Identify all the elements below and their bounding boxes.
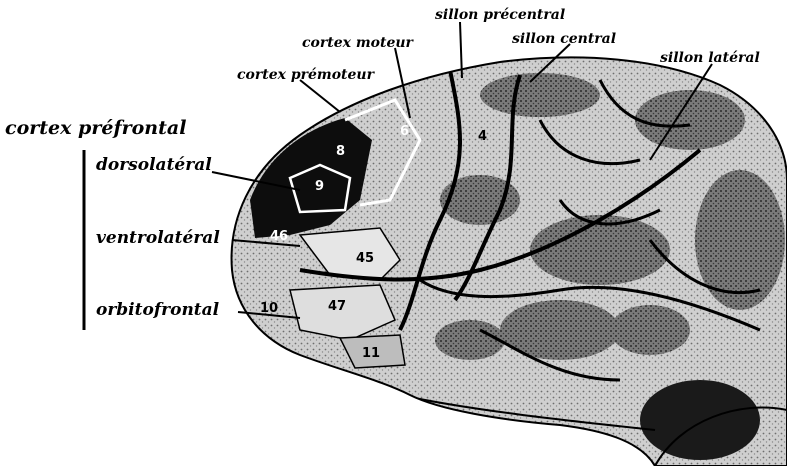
label-ventrolateral: ventrolatéral <box>96 228 220 248</box>
area-45-label: 45 <box>356 251 374 266</box>
area-8-label: 8 <box>336 144 345 159</box>
area-47-label: 47 <box>328 299 346 314</box>
area-11-label: 11 <box>362 346 380 361</box>
brain-illustration <box>232 57 787 466</box>
label-orbitofrontal: orbitofrontal <box>96 300 220 320</box>
area-46-label: 46 <box>270 229 288 244</box>
label-sillon-precentral: sillon précentral <box>435 7 565 23</box>
label-sillon-lateral: sillon latéral <box>660 50 760 66</box>
label-cortex-premoteur: cortex prémoteur <box>237 67 376 83</box>
area-6-label: 6 <box>400 124 409 139</box>
label-cortex-moteur: cortex moteur <box>302 35 415 51</box>
area-9-label: 9 <box>315 179 324 194</box>
premotor-leader <box>300 80 340 112</box>
area-4-label: 4 <box>478 129 487 144</box>
label-cortex-prefrontal: cortex préfrontal <box>5 117 186 139</box>
label-sillon-central: sillon central <box>512 31 616 47</box>
label-dorsolateral: dorsolatéral <box>96 155 212 175</box>
